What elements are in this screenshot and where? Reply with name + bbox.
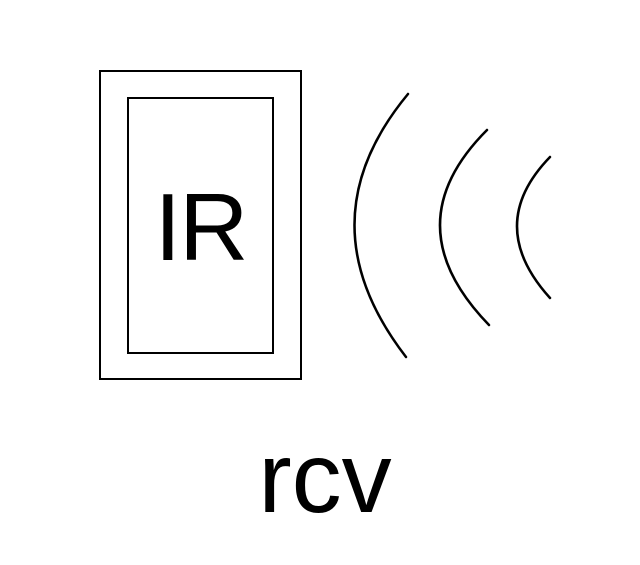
ir-device-outer-frame bbox=[99, 70, 302, 380]
ir-device-inner-frame: IR bbox=[127, 97, 274, 354]
signal-wave-small bbox=[515, 155, 552, 300]
ir-label: IR bbox=[154, 173, 249, 281]
signal-wave-medium bbox=[438, 128, 491, 327]
device-caption: rcv bbox=[258, 422, 392, 534]
signal-wave-large bbox=[353, 92, 410, 359]
